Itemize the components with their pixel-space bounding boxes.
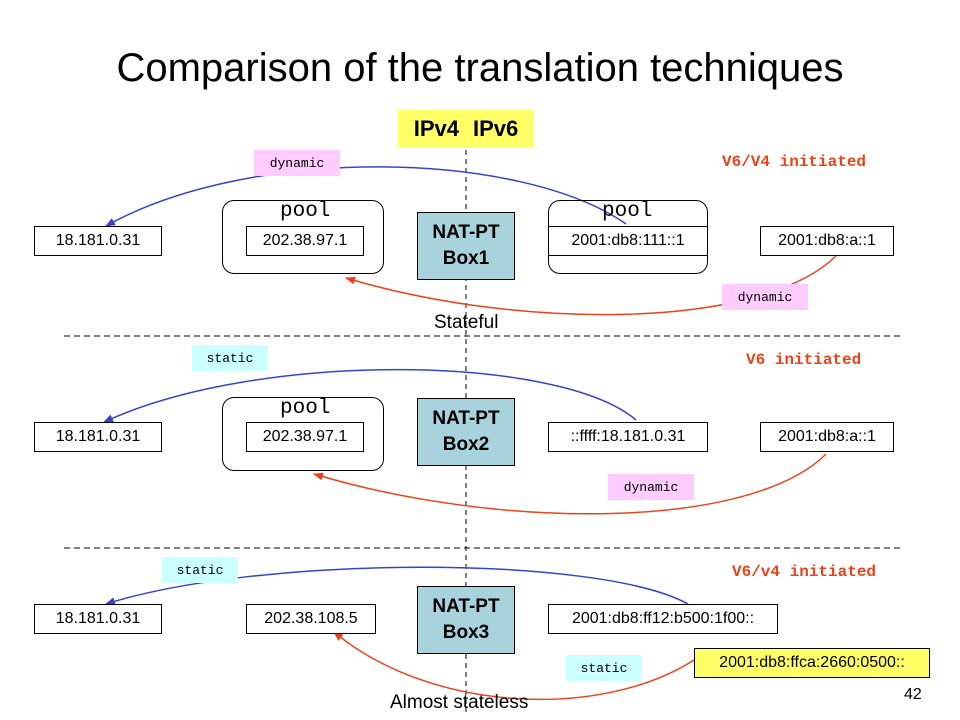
row1-initiated-label: V6/V4 initiated [722,153,867,171]
row1-ipv4-pool-addr: 202.38.97.1 [246,226,364,256]
row3-ipv4-host: 18.181.0.31 [34,604,162,634]
row1-ipv4-pool [222,200,384,274]
row2-natpt-line1: NAT-PT [432,408,500,429]
row1-ipv6-host: 2001:db8:a::1 [760,226,894,256]
page-number: 42 [904,686,922,703]
row1-ipv6-pool-addr: 2001:db8:111::1 [548,226,708,256]
row3-top-mapping-tag: static [162,557,238,583]
row3-natpt-box: NAT-PT Box3 [417,586,515,654]
row1-natpt-line1: NAT-PT [432,222,500,243]
row3-bottom-mapping-tag: static [566,655,642,681]
row1-red-arrow [345,255,837,316]
row3-blue-arrow [105,566,689,606]
row1-ipv6-pool-label: pool [602,200,653,223]
slide-title: Comparison of the translation techniques [116,46,844,90]
row2-ipv6-host: 2001:db8:a::1 [760,422,894,452]
row3-red-arrow [333,631,695,701]
row3-natpt-line1: NAT-PT [432,596,500,617]
ip-version-banner: IPv4 IPv6 [398,110,534,148]
ipv6-label: IPv6 [473,116,519,141]
row2-ipv4-pool [222,397,384,471]
row2-bottom-mapping-tag: dynamic [608,474,694,500]
row3-ipv6-addr: 2001:db8:ff12:b500:1f00:: [548,604,778,634]
row2-red-arrow [313,453,827,515]
row2-blue-arrow [103,368,637,423]
row1-mode-label: Stateful [434,312,499,333]
row2-natpt-box: NAT-PT Box2 [417,398,515,466]
row2-ipv4-host: 18.181.0.31 [34,422,162,452]
row2-mapped-addr: ::ffff:18.181.0.31 [548,422,708,452]
row1-blue-arrow [105,166,627,227]
row2-natpt-line2: Box2 [442,434,490,455]
row1-top-mapping-tag: dynamic [254,150,340,176]
row3-initiated-label: V6/v4 initiated [732,563,877,581]
row1-natpt-box: NAT-PT Box1 [417,212,515,280]
row3-natpt-line2: Box3 [442,622,490,643]
row3-ipv4-addr: 202.38.108.5 [246,604,376,634]
row1-ipv4-host: 18.181.0.31 [34,226,162,256]
row1-natpt-line2: Box1 [442,248,490,269]
row2-ipv4-pool-label: pool [280,397,331,420]
row3-ipv6-host: 2001:db8:ffca:2660:0500:: [694,648,930,678]
row3-mode-label: Almost stateless [390,692,529,713]
row1-bottom-mapping-tag: dynamic [722,284,808,310]
row2-initiated-label: V6 initiated [746,351,862,369]
row1-ipv4-pool-label: pool [280,200,331,223]
ipv4-label: IPv4 [413,116,459,141]
row2-ipv4-pool-addr: 202.38.97.1 [246,422,364,452]
row2-top-mapping-tag: static [192,345,268,371]
